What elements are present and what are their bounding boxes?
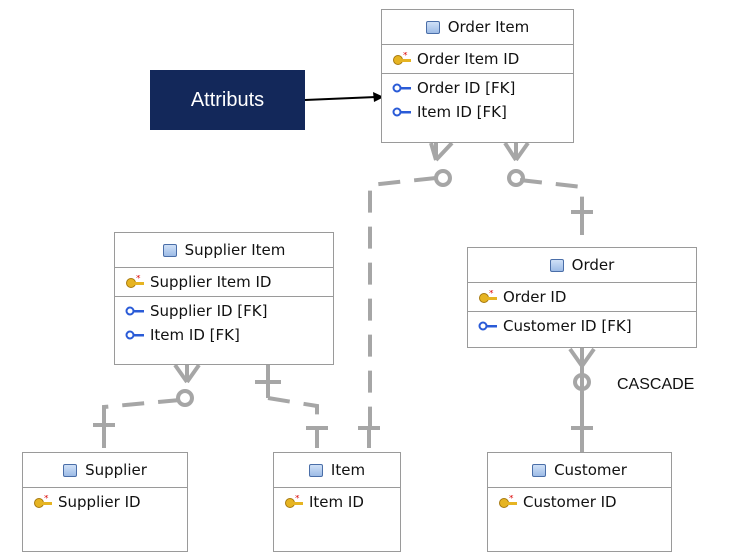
- foreign-key-icon: [125, 330, 144, 340]
- table-icon: [532, 463, 547, 477]
- attribute-row[interactable]: * Item ID: [274, 490, 400, 514]
- rel-orderitem-order: [519, 178, 584, 212]
- attribute-row[interactable]: Item ID [FK]: [382, 100, 573, 124]
- entity-title: Order Item: [447, 18, 530, 36]
- svg-text:*: *: [44, 495, 49, 504]
- attribute-row[interactable]: Order ID [FK]: [382, 76, 573, 100]
- optional-circle-2: [507, 169, 525, 187]
- bar-supplieritem-item: [255, 365, 281, 398]
- crowfoot-orderitem-right: [503, 141, 530, 162]
- attribute-row[interactable]: * Order Item ID: [382, 47, 573, 71]
- primary-key-icon: *: [499, 495, 517, 508]
- primary-key-icon: *: [34, 495, 52, 508]
- attribute-name: Item ID [FK]: [417, 103, 507, 121]
- entity-title: Item: [330, 461, 366, 479]
- primary-key-icon: *: [285, 495, 303, 508]
- bar-supplier: [93, 423, 115, 448]
- attribute-name: Supplier ID: [58, 493, 141, 511]
- bar-order: [571, 210, 593, 235]
- bar-item-left: [306, 426, 328, 448]
- svg-text:*: *: [295, 495, 300, 504]
- entity-order-item[interactable]: Order Item *Order Item ID Order ID [FK] …: [381, 9, 574, 143]
- entity-title: Supplier: [85, 461, 147, 479]
- svg-text:*: *: [489, 290, 494, 299]
- foreign-key-icon: [392, 83, 411, 93]
- entity-supplier[interactable]: Supplier * Supplier ID: [22, 452, 188, 552]
- table-icon: [425, 20, 440, 34]
- entity-title: Customer: [554, 461, 627, 479]
- primary-key-icon: *: [393, 52, 411, 65]
- bar-customer: [571, 426, 593, 448]
- entity-item[interactable]: Item * Item ID: [273, 452, 401, 552]
- attribute-name: Supplier ID [FK]: [150, 302, 268, 320]
- primary-key-icon: *: [126, 275, 144, 288]
- attribute-name: Customer ID: [523, 493, 617, 511]
- attribute-name: Customer ID [FK]: [503, 317, 632, 335]
- table-icon: [162, 243, 177, 257]
- foreign-key-icon: [392, 107, 411, 117]
- entity-supplier-item[interactable]: Supplier Item * Supplier Item ID Supplier…: [114, 232, 334, 365]
- attribute-name: Item ID [FK]: [150, 326, 240, 344]
- callout-arrow-head: [373, 92, 384, 102]
- entity-title: Order: [571, 256, 615, 274]
- attribute-row[interactable]: Customer ID [FK]: [468, 314, 696, 338]
- table-icon: [63, 463, 78, 477]
- crowfoot-order: [568, 347, 596, 368]
- attribute-name: Supplier Item ID: [150, 273, 272, 291]
- optional-circle-4: [573, 373, 591, 391]
- attribute-row[interactable]: * Order ID: [468, 285, 696, 309]
- attribute-row[interactable]: * Supplier Item ID: [115, 270, 333, 294]
- attribute-row[interactable]: * Supplier ID: [23, 490, 187, 514]
- entity-title: Supplier Item: [184, 241, 286, 259]
- attribute-row[interactable]: Item ID [FK]: [115, 323, 333, 347]
- primary-key-icon: *: [479, 290, 497, 303]
- attributes-callout: Attributs: [150, 70, 305, 130]
- crowfoot-orderitem-left: [429, 141, 454, 162]
- table-icon: [308, 463, 323, 477]
- table-icon: [549, 258, 564, 272]
- rel-supplieritem-supplier: [102, 398, 181, 425]
- svg-text:*: *: [136, 275, 141, 284]
- optional-circle-1: [434, 169, 452, 187]
- attribute-row[interactable]: * Customer ID: [488, 490, 671, 514]
- foreign-key-icon: [478, 321, 497, 331]
- attribute-name: Order ID: [503, 288, 567, 306]
- svg-text:*: *: [403, 52, 408, 61]
- entity-customer[interactable]: Customer * Customer ID: [487, 452, 672, 552]
- optional-circle-3: [176, 389, 194, 407]
- svg-text:*: *: [509, 495, 514, 504]
- bar-item-right: [358, 426, 380, 448]
- entity-order[interactable]: Order * Order ID Customer ID [FK]: [467, 247, 697, 348]
- callout-arrow-line: [304, 96, 377, 101]
- attribute-row[interactable]: Supplier ID [FK]: [115, 299, 333, 323]
- attribute-name: Order ID [FK]: [417, 79, 516, 97]
- rel-supplieritem-item: [267, 396, 319, 428]
- attribute-name: Item ID: [309, 493, 364, 511]
- rel-orderitem-item: [368, 176, 437, 430]
- callout-label: Attributs: [190, 88, 265, 111]
- cascade-label: CASCADE: [617, 376, 695, 393]
- foreign-key-icon: [125, 306, 144, 316]
- crowfoot-supplieritem: [173, 363, 201, 384]
- attribute-name: Order Item ID: [417, 50, 520, 68]
